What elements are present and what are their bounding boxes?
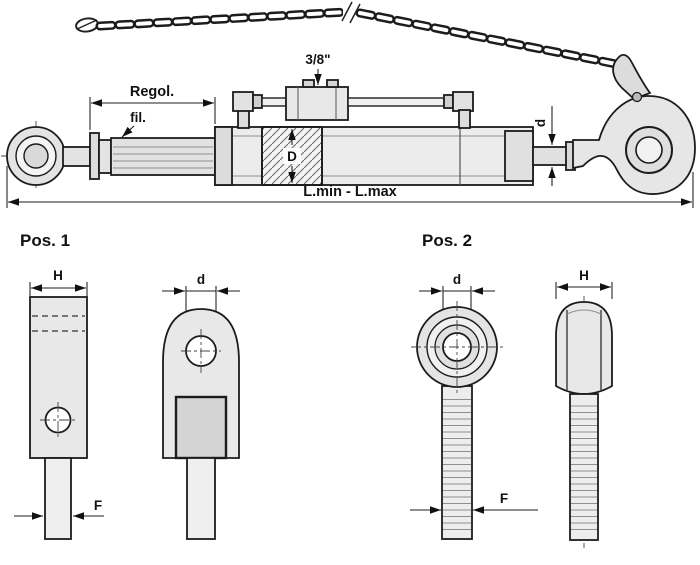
label-adjust-range: Regol. (130, 84, 174, 100)
pos2-eye-view: d F (410, 272, 538, 540)
hook-latch-lever (612, 54, 652, 101)
eye-end (1, 121, 112, 191)
label-rod-diameter: d (533, 119, 548, 127)
pos1-label-shaft-diameter: F (94, 498, 102, 513)
right-hose (347, 97, 445, 107)
pos2-label-shaft-diameter: F (500, 491, 508, 506)
pos2-label-width: H (579, 268, 589, 283)
pos1-clevis-view: d (162, 272, 240, 540)
pos2-profile-shaft-threads (571, 402, 597, 534)
cylinder-body (214, 126, 576, 186)
left-hose (261, 97, 287, 107)
left-port-fitting (237, 109, 250, 129)
label-thread: fil. (130, 110, 146, 125)
assembly-drawing: 3/8" Regol. fil. D d L.mi (1, 0, 696, 208)
hook-end (572, 54, 696, 195)
pos2-views: Pos. 2 d F H (410, 231, 613, 548)
latch-pivot-pin (631, 91, 643, 103)
safety-chain (75, 0, 631, 71)
eye-ball (23, 143, 49, 169)
pos1-clevis-shaft (186, 457, 216, 540)
pos1-fork-body (29, 296, 88, 459)
chain-break-mark (341, 1, 353, 22)
jam-nut (89, 132, 100, 180)
valve-body (285, 86, 349, 121)
pos2-label-hole-diameter: d (453, 272, 461, 287)
label-cylinder-bore: D (287, 149, 297, 164)
cylinder-left-cap (214, 126, 233, 186)
pos1-side-view: H F (14, 268, 104, 540)
label-hose-size: 3/8" (305, 52, 330, 67)
pos1-title: Pos. 1 (20, 231, 70, 250)
assembly-dimensions: 3/8" Regol. fil. D d L.mi (6, 52, 694, 208)
pos2-title: Pos. 2 (422, 231, 472, 250)
pos2-profile-view: H (555, 268, 613, 548)
pos1-label-hole-diameter: d (197, 272, 205, 287)
cylinder-gland (504, 130, 534, 182)
pos1-shaft (44, 457, 72, 540)
valve-block (232, 79, 474, 129)
right-port-fitting (458, 109, 471, 129)
pos1-label-width: H (53, 268, 63, 283)
pos2-eye-shaft-threads (443, 396, 471, 534)
pos2-profile-head (555, 301, 613, 395)
pos1-clevis-slot (174, 395, 228, 460)
pos1-views: Pos. 1 H F d (14, 231, 240, 540)
adjustment-thread (110, 137, 216, 176)
label-overall-length: L.min - L.max (303, 184, 396, 200)
